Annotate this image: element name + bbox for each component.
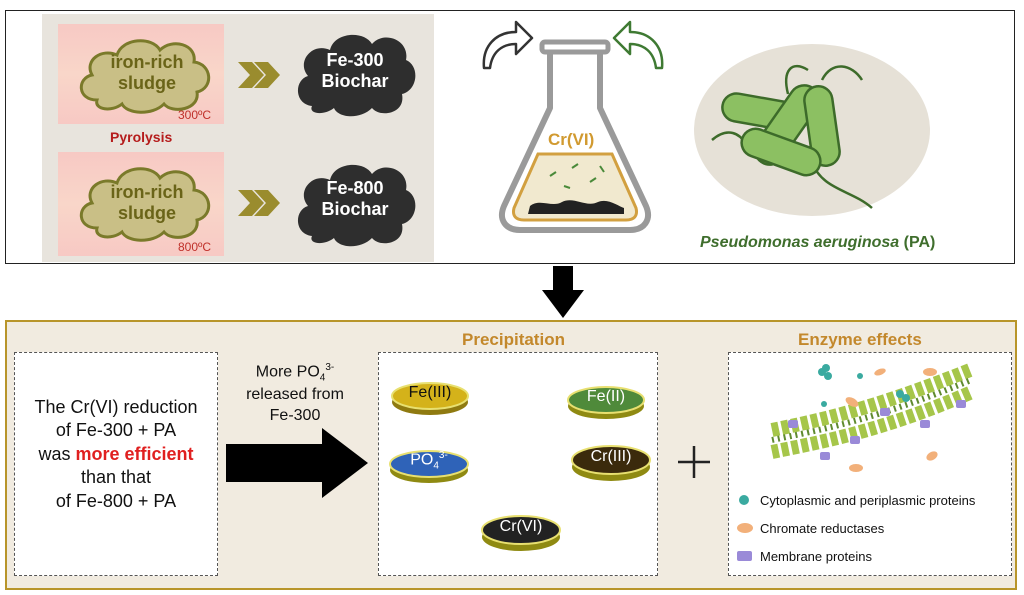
curved-arrow-icon [612,20,664,70]
phosphate-note: More PO43- released from Fe-300 [246,362,344,424]
coin-cr3-label: Cr(III) [590,448,632,465]
legend-item-3: Membrane proteins [760,549,872,564]
down-arrow-icon [542,266,584,318]
coin-cr6 [481,515,561,551]
double-chevron-icon [238,190,280,216]
enzyme-title: Enzyme effects [798,330,922,349]
curved-arrow-icon [482,20,534,70]
flask-label: Cr(VI) [548,130,595,149]
sludge-cloud-800 [79,167,211,242]
precipitation-title: Precipitation [462,330,565,349]
legend-item-1: Cytoplasmic and periplasmic proteins [760,493,976,508]
bacteria-illustration [694,44,930,216]
coin-fe3 [391,382,469,415]
coin-fe2-label: Fe(II) [586,388,626,405]
reductase-legend-icon [737,523,753,533]
membrane-protein-legend-icon [737,551,752,561]
coin-po4-label: PO43- [410,450,448,472]
temp-300: 300ºC [178,108,212,122]
double-chevron-icon [238,62,280,88]
conclusion-text: The Cr(VI) reduction of Fe-300 + PA was … [34,397,198,511]
plus-icon [678,446,710,478]
protein-legend-icon [739,495,749,505]
sludge-cloud-300 [79,39,211,114]
coin-fe2 [567,386,645,419]
biochar-cloud-300 [297,34,416,117]
coin-po4 [389,450,469,483]
bacteria-name: Pseudomonas aeruginosa (PA) [700,234,936,251]
legend-item-2: Chromate reductases [760,521,885,536]
conclusion-box [14,352,218,576]
coin-cr3 [571,445,651,481]
biochar-cloud-800 [297,164,416,247]
pyrolysis-label: Pyrolysis [110,129,173,145]
right-arrow-icon [226,428,368,498]
coin-cr6-label: Cr(VI) [499,518,543,535]
coin-fe3-label: Fe(III) [408,384,452,401]
flask-icon [499,39,651,233]
membrane-illustration [770,363,975,472]
temp-800: 800ºC [178,240,212,254]
